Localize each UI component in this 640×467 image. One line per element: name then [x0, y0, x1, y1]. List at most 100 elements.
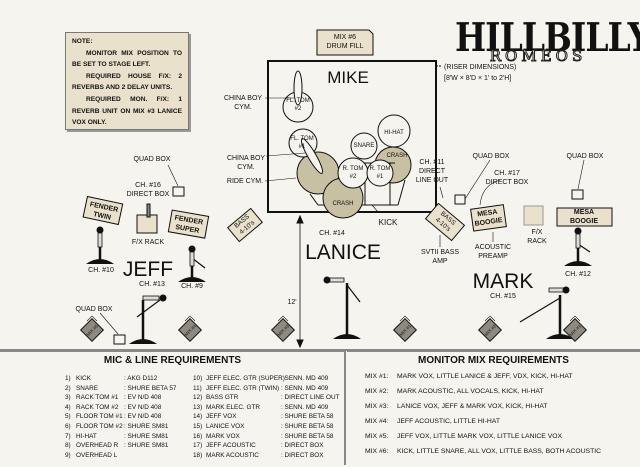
mic-line-src: KICK: [76, 375, 91, 382]
mic-line-n: 2): [65, 384, 71, 392]
bass-cab-right: [424, 202, 466, 242]
rack-tom-1: [366, 159, 394, 187]
monitor-wedge: MIX #1: [392, 315, 418, 343]
crash-label-right: CRASH: [386, 153, 408, 159]
mic-line-src: OVERHEAD L: [76, 451, 118, 459]
mic-ch12-label: CH. #12: [565, 271, 591, 278]
mic-stands: [86, 226, 592, 344]
monitor-mix-desc: MARK VOX, LITTLE LANICE & JEFF, VDX, KIC…: [397, 373, 573, 380]
quad-box-label: QUAD BOX: [133, 156, 171, 163]
monitor-mix-desc: LANICE VOX, JEFF & MARK VOX, KICK, HI-HA…: [397, 403, 548, 410]
mic-line-mic: : SHURE SM81: [124, 432, 169, 440]
drummer-name: MIKE: [327, 68, 369, 87]
mic-line-n: 13): [193, 403, 203, 411]
kick-label: KICK: [378, 218, 398, 227]
mic-line-n: 3): [65, 394, 71, 402]
mic-line-n: 8): [65, 442, 71, 450]
mic-line-src: HI-HAT: [76, 432, 97, 440]
mic-line-mic: : SENN. MD 409: [281, 375, 329, 382]
note-box: NOTE: MONITOR MIX POSITION TO BE SET TO …: [65, 32, 189, 130]
mic-line-mic: : SHURE BETA 58: [281, 423, 334, 430]
mic-line-src: OVERHEAD R: [76, 442, 119, 450]
logo-line-2: ROMEOS: [489, 47, 587, 66]
drum-fill-box: [316, 29, 374, 56]
drum-fill-line: DRUM FILL: [326, 43, 364, 50]
amp-mesa-boogie-1: [470, 204, 507, 232]
mic-line-mic: : SHURE SM81: [124, 442, 169, 450]
mic-line-src: MARK ACOUSTIC: [206, 451, 259, 459]
rack-tom-1-label: R. TOM#1: [369, 166, 391, 180]
floor-tom-1-label: FL. TOM#1: [290, 136, 314, 150]
mic-stand-ch12: [564, 227, 592, 266]
mic-line-src: JEFF VOX: [206, 413, 237, 421]
mic-line-src: LANICE VOX: [206, 423, 245, 430]
mic-line-mic: : DIRECT LINE OUT: [281, 394, 340, 402]
fx-rack-jeff: [136, 214, 158, 234]
mic-line-n: 7): [65, 432, 71, 440]
mic-line-n: 11): [193, 384, 202, 392]
note-paragraph: REQUIRED HOUSE F/X: 2 REVERBS AND 2 DELA…: [72, 72, 182, 92]
monitor-mix-desc: JEFF VOX, LITTLE MARK VOX, LITTLE LANICE…: [397, 433, 563, 440]
fx-rack-mark: [523, 205, 544, 226]
quad-box-label: QUAD BOX: [472, 153, 510, 160]
amp-fender-twin: [82, 195, 124, 226]
amp-mesa-boogie-2: [556, 207, 613, 227]
mic-stand-lanice-vocal: [323, 276, 361, 339]
distance-label: 12': [287, 299, 297, 306]
note-paragraph: MONITOR MIX POSITION TO BE SET TO STAGE …: [72, 49, 182, 69]
mic-line-n: 12): [193, 394, 203, 402]
drum-fill-line: MIX #6: [333, 34, 357, 41]
mic-line-mic: : SHURE BETA 58: [281, 413, 334, 421]
mic-line-mic: : DIRECT BOX: [281, 442, 324, 450]
mic-line-n: 15): [193, 423, 203, 430]
riser-dimensions-value: [8'W × 8'D × 1' to 2'H]: [444, 75, 512, 82]
quad-box-icons: [113, 186, 584, 345]
lanice-channel: CH. #14: [319, 230, 345, 237]
mic-line-mic: : SENN. MD 409: [281, 384, 329, 392]
mic-line-n: 4): [65, 403, 71, 411]
mic-line-src: FLOOR TOM #2: [76, 423, 123, 430]
drum-fill-label: MIX #6 DRUM FILL: [327, 33, 364, 51]
monitor-wedge: MIX #3: [270, 315, 296, 343]
china-cymbal-1: [293, 70, 303, 106]
china-cymbal-2: [300, 138, 324, 174]
band-logo: HILLBILLY ROMEOS: [455, 18, 640, 66]
mic-line-src: JEFF ELEC. GTR (SUPER): [206, 375, 285, 382]
quad-box-label: QUAD BOX: [75, 306, 113, 313]
mic-stand-ch9: [178, 245, 206, 282]
monitor-mix-mix: MIX #5:: [365, 433, 389, 440]
snare: [350, 132, 378, 160]
mic-line-mic: : SHURE BETA 57: [124, 384, 177, 392]
snare-label: SNARE: [353, 143, 375, 149]
mic-line-mic: : SHURE BETA 58: [281, 432, 334, 440]
monitor-wedge: MIX #5: [79, 315, 105, 343]
ride-cymbal-label: RIDE CYM.: [226, 178, 264, 185]
mic-stand-mark-vocal: [519, 286, 574, 339]
mic-line-src: RACK TOM #2: [76, 403, 119, 411]
mic-line-src: JEFF ELEC. GTR (TWIN): [206, 384, 280, 392]
monitor-mix-mix: MIX #3:: [365, 403, 389, 410]
mic-line-n: 17): [193, 442, 203, 450]
monitor-wedge: MIX #2: [477, 315, 503, 343]
note-paragraph: REQUIRED MON. F/X: 1 REVERB UNIT ON MIX …: [72, 95, 182, 127]
fx-rack-label: F/X RACK: [131, 239, 165, 246]
mic-line-src: SNARE: [76, 384, 99, 392]
monitor-mix-desc: JEFF ACOUSTIC, LITTLE HI-HAT: [397, 418, 500, 425]
mic-line-mic: : SHURE SM81: [124, 423, 169, 430]
note-title: NOTE:: [72, 38, 93, 45]
mic-line-n: 10): [193, 375, 203, 382]
mic-line-n: 5): [65, 413, 71, 421]
monitor-mix-title: MONITOR MIX REQUIREMENTS: [418, 355, 569, 366]
mic-line-src: FLOOR TOM #1: [76, 413, 123, 421]
mic-line-src: MARK VOX: [206, 432, 240, 440]
mic-line-n: 9): [65, 451, 71, 459]
monitor-mix-mix: MIX #6:: [365, 448, 389, 455]
riser-dimensions-title: (RISER DIMENSIONS): [444, 64, 517, 71]
